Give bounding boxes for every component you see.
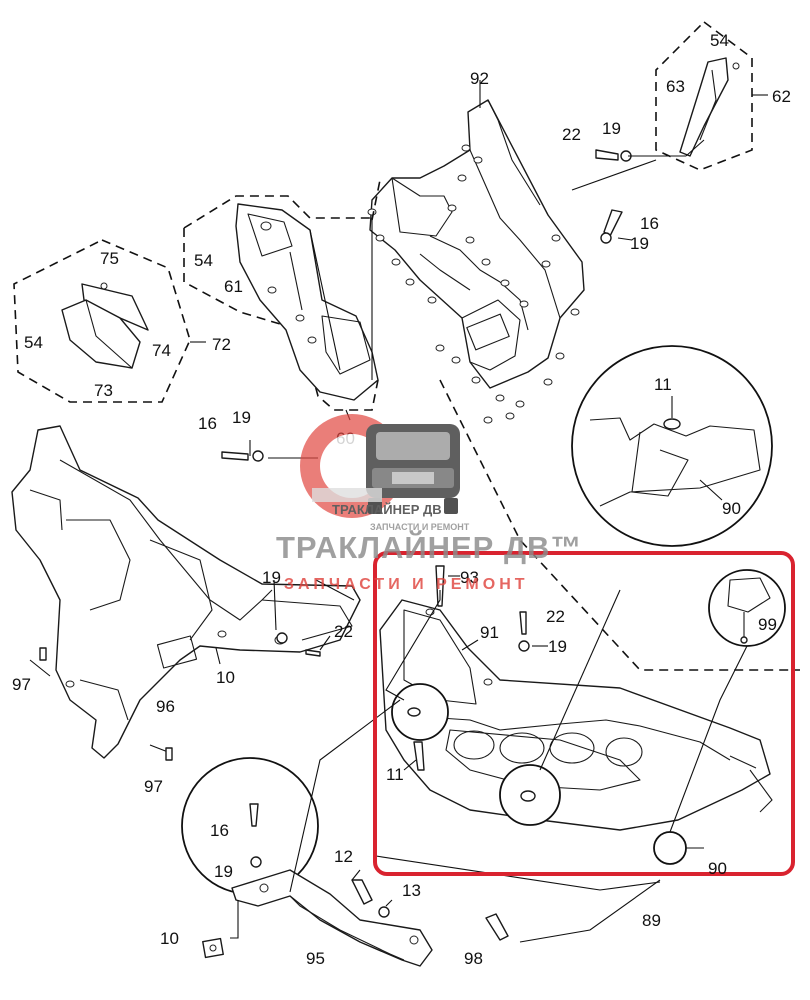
detail-circle-upper: [571, 345, 773, 547]
callout-54: 54: [24, 333, 43, 352]
callout-63: 63: [666, 77, 685, 96]
callout-16: 16: [640, 214, 659, 233]
callout-19: 19: [214, 862, 233, 881]
callout-12: 12: [334, 847, 353, 866]
detail-circle-99: [708, 569, 786, 647]
callout-98: 98: [464, 949, 483, 968]
callout-19: 19: [602, 119, 621, 138]
bracket-92-holes: [367, 144, 580, 424]
group-62-outline: [655, 20, 768, 171]
watermark-logo: ТРАКЛАЙНЕР ДВ ЗАПЧАСТИ И РЕМОНТ ТРАКЛАЙН…: [276, 414, 582, 593]
callout-99: 99: [758, 615, 777, 634]
clip-tray: [520, 790, 536, 802]
callout-72: 72: [212, 335, 231, 354]
clip-10: [202, 937, 224, 959]
callout-19: 19: [262, 568, 281, 587]
callout-10: 10: [216, 668, 235, 687]
watermark-tagline: ЗАПЧАСТИ И РЕМОНТ: [284, 576, 529, 593]
callout-16: 16: [210, 821, 229, 840]
callout-73: 73: [94, 381, 113, 400]
detail-circle-lower-left: [181, 757, 319, 895]
callout-97: 97: [12, 675, 31, 694]
callout-97: 97: [144, 777, 163, 796]
callout-90: 90: [722, 499, 741, 518]
clip-11-detail: [407, 707, 421, 717]
callout-19: 19: [630, 234, 649, 253]
highlight-box: [373, 551, 795, 876]
bracket-92: [369, 99, 585, 389]
fasteners: [39, 149, 632, 941]
group-72-outline: [13, 239, 206, 403]
callout-96: 96: [156, 697, 175, 716]
callout-95: 95: [306, 949, 325, 968]
callout-11: 11: [654, 375, 672, 394]
callout-91: 91: [480, 623, 499, 642]
callout-19: 19: [548, 637, 567, 656]
watermark-brand-small: ТРАКЛАЙНЕР ДВ: [332, 502, 442, 517]
callout-92: 92: [470, 69, 489, 88]
callout-22: 22: [562, 125, 581, 144]
callout-54: 54: [194, 251, 213, 270]
leader-90: [669, 645, 748, 849]
callout-22: 22: [334, 622, 353, 641]
callout-75: 75: [100, 249, 119, 268]
callout-90: 90: [708, 859, 727, 878]
callout-19: 19: [232, 408, 251, 427]
tray-89: [379, 599, 773, 831]
detail-circle-90: [653, 831, 687, 865]
callout-74: 74: [152, 341, 171, 360]
callout-22: 22: [546, 607, 565, 626]
group-60-outline: [183, 195, 379, 411]
bracket-95: [231, 869, 433, 967]
watermark-brand: ТРАКЛАЙНЕР ДВ™: [276, 529, 582, 565]
callout-16: 16: [198, 414, 217, 433]
callout-11: 11: [386, 765, 404, 784]
callout-62: 62: [772, 87, 791, 106]
callout-54: 54: [710, 31, 729, 50]
callout-13: 13: [402, 881, 421, 900]
callout-61: 61: [224, 277, 243, 296]
callouts: 92 54 63 62 22 19 16 19 54 61 60 75 54 7…: [12, 31, 791, 968]
truck-icon: [312, 424, 460, 514]
callout-10: 10: [160, 929, 179, 948]
callout-89: 89: [642, 911, 661, 930]
callout-93: 93: [460, 568, 479, 587]
watermark-tagline-small: ЗАПЧАСТИ И РЕМОНТ: [370, 522, 470, 532]
